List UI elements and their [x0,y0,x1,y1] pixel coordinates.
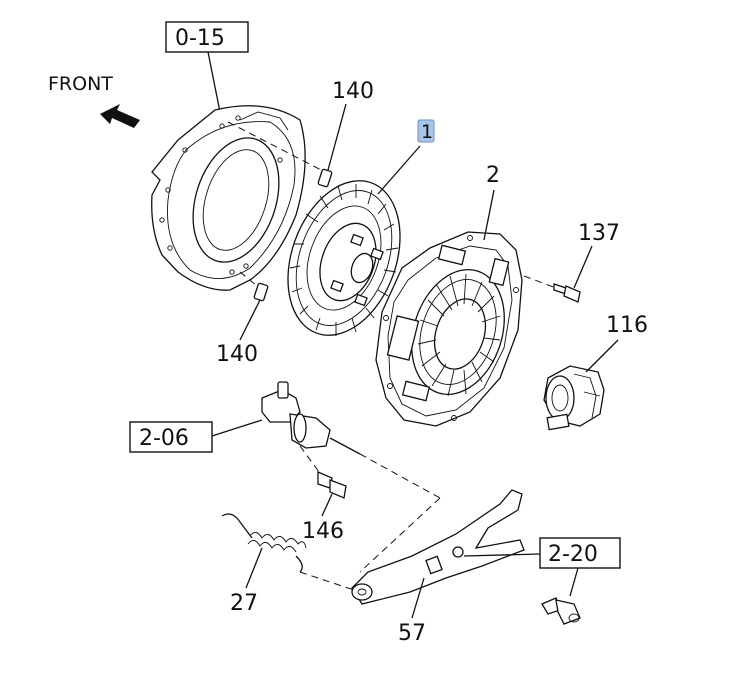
leader-140-top [327,103,347,171]
slave-cylinder [261,381,441,499]
ref-box-2-20[interactable]: 2-20 [539,537,621,569]
leader-57 [411,577,425,619]
dowel-pin-bottom [239,271,269,302]
leader-0-15 [207,51,221,113]
callout-57[interactable]: 57 [398,621,426,646]
release-bearing-116 [543,365,605,431]
leader-2 [483,189,495,241]
leader-27 [245,547,263,589]
leader-2-20-fork [463,553,541,557]
leader-146 [321,493,333,517]
leader-116 [585,339,619,373]
leader-140-bottom [239,299,261,341]
ref-label-2-20: 2-20 [548,542,598,567]
bolt-146 [299,445,347,499]
bolt-137 [523,275,581,303]
callout-116[interactable]: 116 [606,313,648,338]
ref-label-2-06: 2-06 [139,426,189,451]
front-arrow-icon [100,104,140,128]
return-spring-27 [221,513,361,593]
callout-137[interactable]: 137 [578,221,620,246]
callout-1-highlight[interactable]: 1 [417,119,435,143]
ref-box-2-06[interactable]: 2-06 [129,421,213,453]
release-fork-57 [351,489,525,605]
callout-140-top[interactable]: 140 [332,79,374,104]
leader-1 [377,145,421,195]
dowel-pin-top [227,121,333,188]
callout-27[interactable]: 27 [230,591,258,616]
callout-146[interactable]: 146 [302,519,344,544]
callout-2[interactable]: 2 [486,163,500,188]
clutch-disc [287,180,401,336]
clutch-cover [375,231,523,427]
callout-140-bottom[interactable]: 140 [216,342,258,367]
ref-box-0-15[interactable]: 0-15 [165,21,249,53]
leader-137 [573,245,593,289]
front-label: FRONT [48,73,113,95]
callout-1: 1 [421,121,433,143]
leader-2-06 [211,419,263,437]
pivot-stud [541,567,581,625]
ref-label-0-15: 0-15 [175,26,225,51]
flywheel [151,105,306,291]
